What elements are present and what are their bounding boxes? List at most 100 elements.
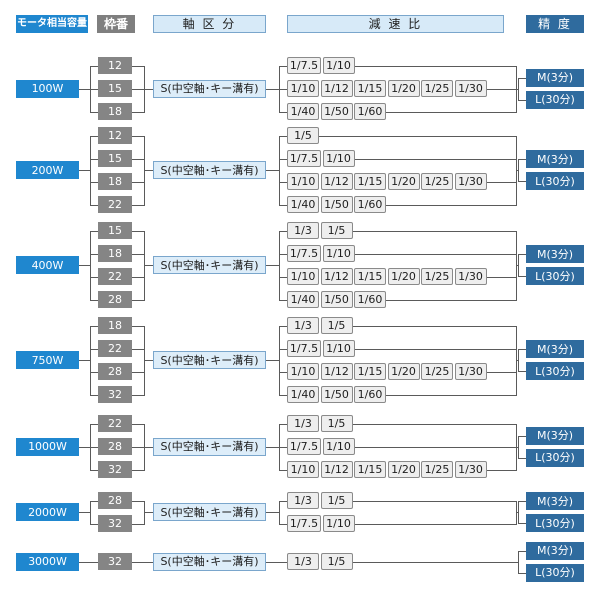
reduction-ratio: 1/15 bbox=[354, 268, 386, 285]
accuracy-option: M(3分) bbox=[526, 68, 584, 87]
reduction-ratio: 1/15 bbox=[354, 363, 386, 380]
connector-line bbox=[132, 65, 144, 67]
reduction-ratio: 1/10 bbox=[287, 461, 319, 478]
motor-capacity-label: 2000W bbox=[16, 503, 79, 521]
reduction-ratio: 1/3 bbox=[287, 415, 319, 432]
reduction-ratio: 1/20 bbox=[387, 268, 420, 285]
connector-line bbox=[279, 394, 287, 396]
reduction-ratio: 1/3 bbox=[287, 553, 319, 570]
motor-capacity-label: 100W bbox=[16, 79, 79, 98]
reduction-ratio: 1/12 bbox=[320, 461, 353, 478]
reduction-ratio: 1/50 bbox=[320, 196, 353, 213]
connector-line bbox=[386, 394, 516, 396]
connector-line bbox=[279, 500, 287, 502]
connector-line bbox=[354, 158, 516, 160]
frame-number: 28 bbox=[98, 291, 132, 308]
connector-line bbox=[518, 254, 526, 255]
connector-line bbox=[518, 501, 526, 502]
reduction-ratio: 1/7.5 bbox=[287, 150, 321, 167]
reduction-ratio: 1/12 bbox=[320, 173, 353, 190]
connector-line bbox=[352, 325, 516, 327]
connector-line bbox=[516, 360, 518, 361]
connector-line bbox=[518, 572, 526, 574]
reduction-ratio: 1/5 bbox=[287, 127, 319, 144]
connector-line bbox=[516, 446, 518, 448]
connector-line bbox=[279, 65, 287, 67]
connector-line bbox=[266, 446, 279, 448]
connector-line bbox=[90, 253, 98, 255]
connector-line bbox=[90, 230, 98, 232]
shaft-type-label: S(中空軸･キー溝有) bbox=[153, 256, 266, 274]
frame-number: 22 bbox=[98, 415, 132, 432]
reduction-ratio: 1/60 bbox=[354, 386, 386, 403]
accuracy-option: L(30分) bbox=[526, 90, 584, 109]
connector-line bbox=[354, 523, 516, 525]
reduction-ratio: 1/15 bbox=[354, 173, 386, 190]
reduction-ratio: 1/40 bbox=[287, 386, 319, 403]
reduction-ratio: 1/30 bbox=[454, 173, 487, 190]
frame-number: 32 bbox=[98, 386, 132, 403]
reduction-ratio: 1/20 bbox=[387, 80, 420, 97]
connector-line bbox=[516, 512, 518, 513]
connector-line bbox=[279, 181, 287, 183]
accuracy-option: L(30分) bbox=[526, 362, 584, 380]
shaft-type-label: S(中空軸･キー溝有) bbox=[153, 161, 266, 179]
reduction-ratio: 1/7.5 bbox=[287, 340, 321, 357]
connector-line bbox=[132, 561, 144, 563]
shaft-type-label: S(中空軸･キー溝有) bbox=[153, 79, 266, 98]
frame-number: 18 bbox=[98, 245, 132, 262]
frame-number: 32 bbox=[98, 553, 132, 570]
reduction-ratio: 1/50 bbox=[320, 386, 353, 403]
frame-number: 28 bbox=[98, 492, 132, 509]
reduction-ratio: 1/60 bbox=[354, 291, 386, 308]
connector-line bbox=[518, 349, 526, 350]
reduction-ratio: 1/5 bbox=[320, 415, 353, 432]
reduction-ratio: 1/50 bbox=[320, 291, 353, 308]
reduction-ratio: 1/25 bbox=[421, 461, 453, 478]
reduction-ratio: 1/20 bbox=[387, 461, 420, 478]
connector-line bbox=[518, 181, 526, 182]
connector-line bbox=[518, 523, 526, 524]
connector-line bbox=[352, 423, 516, 425]
connector-line bbox=[279, 348, 287, 350]
connector-line bbox=[486, 88, 516, 90]
connector-line bbox=[279, 446, 287, 448]
frame-number: 32 bbox=[98, 515, 132, 532]
connector-line bbox=[516, 170, 518, 171]
connector-line bbox=[144, 170, 153, 171]
connector-line bbox=[486, 276, 516, 278]
accuracy-option: M(3分) bbox=[526, 492, 584, 510]
connector-line bbox=[144, 360, 153, 361]
connector-line bbox=[90, 111, 98, 113]
reduction-ratio: 1/25 bbox=[421, 363, 453, 380]
connector-line bbox=[132, 423, 144, 425]
connector-line bbox=[266, 561, 279, 563]
motor-capacity-label: 3000W bbox=[16, 552, 79, 571]
connector-line bbox=[90, 423, 98, 425]
reduction-ratio: 1/25 bbox=[421, 268, 453, 285]
connector-line bbox=[144, 512, 153, 513]
connector-line bbox=[518, 159, 526, 160]
connector-line bbox=[518, 371, 526, 372]
reduction-ratio: 1/3 bbox=[287, 222, 319, 239]
connector-line bbox=[279, 230, 280, 301]
connector-line bbox=[279, 500, 280, 525]
connector-line bbox=[518, 550, 526, 552]
shaft-type-label: S(中空軸･キー溝有) bbox=[153, 503, 266, 521]
connector-line bbox=[132, 348, 144, 350]
connector-line bbox=[79, 88, 90, 90]
connector-line bbox=[386, 204, 516, 206]
frame-number: 15 bbox=[98, 80, 132, 97]
connector-line bbox=[279, 423, 287, 425]
frame-number: 15 bbox=[98, 222, 132, 239]
connector-line bbox=[90, 88, 98, 90]
frame-number: 22 bbox=[98, 196, 132, 213]
reduction-ratio: 1/15 bbox=[354, 461, 386, 478]
connector-line bbox=[516, 561, 518, 563]
shaft-type-label: S(中空軸･キー溝有) bbox=[153, 437, 266, 456]
frame-number: 22 bbox=[98, 268, 132, 285]
reduction-ratio: 1/10 bbox=[322, 438, 355, 455]
reduction-ratio: 1/7.5 bbox=[287, 515, 321, 532]
header-motor-capacity: モータ相当容量 bbox=[16, 15, 88, 33]
accuracy-option: L(30分) bbox=[526, 514, 584, 532]
